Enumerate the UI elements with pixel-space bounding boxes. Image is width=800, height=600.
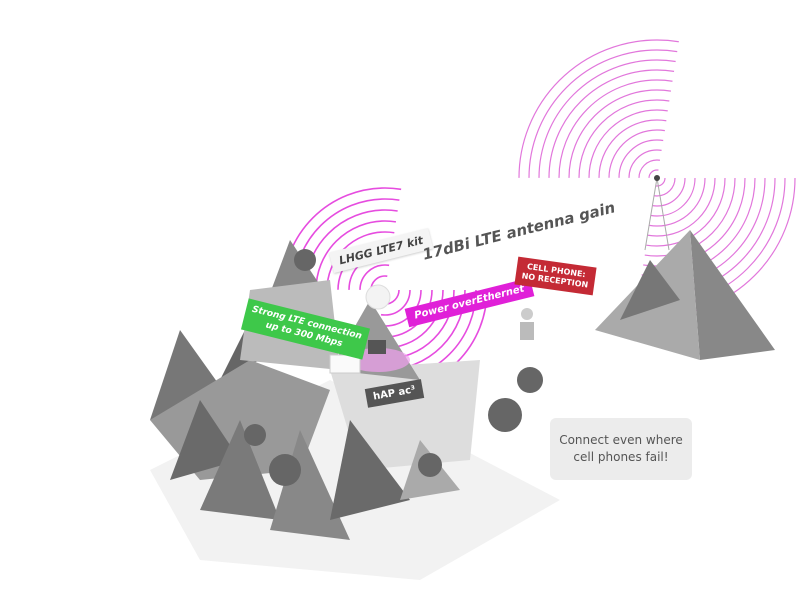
cell-tower bbox=[644, 175, 670, 251]
tagline-line2: cell phones fail! bbox=[573, 450, 669, 464]
signal-ring bbox=[359, 264, 411, 316]
signal-ring bbox=[638, 159, 676, 197]
signal-ring bbox=[618, 139, 696, 217]
signal-ring bbox=[628, 149, 686, 207]
person-no-reception bbox=[520, 308, 534, 340]
antenna-dish bbox=[365, 284, 391, 310]
signal-ring bbox=[578, 99, 736, 257]
tagline-card: Connect even where cell phones fail! bbox=[550, 418, 692, 480]
signal-ring bbox=[598, 119, 716, 237]
tagline-line1: Connect even where bbox=[559, 433, 683, 447]
right-mountain bbox=[595, 230, 775, 360]
signal-ring bbox=[648, 169, 666, 187]
trees bbox=[244, 249, 543, 486]
router-platform bbox=[329, 340, 410, 374]
signal-ring bbox=[608, 129, 706, 227]
signal-ring bbox=[588, 109, 726, 247]
